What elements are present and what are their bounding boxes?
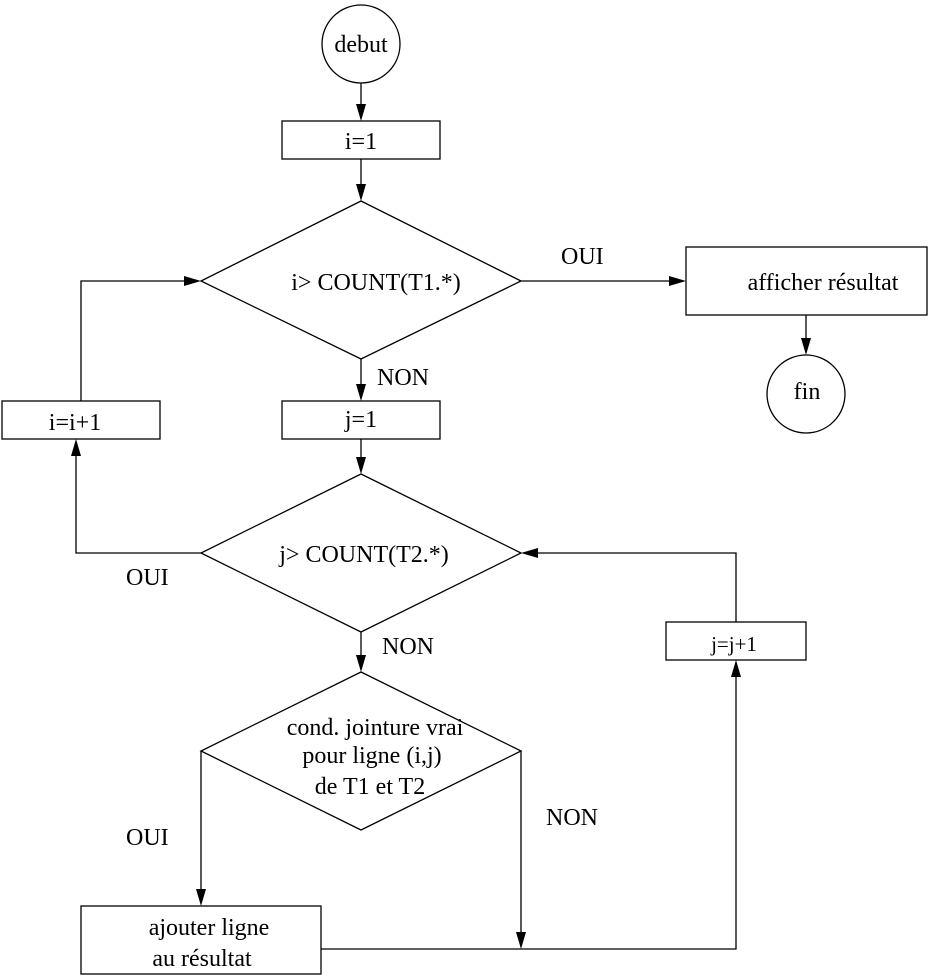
edge-label-cond-i-yes: OUI: [561, 244, 604, 270]
edge-cond-j-yes: [75, 450, 201, 554]
arrowhead: [356, 184, 366, 201]
add-row-line-2: au résultat: [152, 946, 252, 972]
arrowhead: [801, 338, 811, 355]
incr-j-label: j=j+1: [710, 632, 757, 656]
arrowhead: [71, 439, 81, 456]
arrowhead: [521, 548, 538, 558]
arrowhead: [731, 660, 741, 677]
arrowhead: [356, 384, 366, 401]
arrowhead: [356, 104, 366, 121]
edge-add-row-to-incr-j: [321, 671, 737, 950]
edge-incr-j-loop: [532, 552, 737, 622]
cond-j-label: j> COUNT(T2.*): [278, 542, 449, 568]
edge-label-join-yes: OUI: [126, 825, 169, 851]
join-cond-diamond: [199, 671, 523, 831]
join-cond-line-3: de T1 et T2: [315, 774, 425, 800]
show-result-label: afficher résultat: [748, 270, 899, 296]
end-label: fin: [794, 379, 821, 405]
arrowhead: [516, 932, 526, 949]
arrowhead: [184, 276, 201, 286]
arrowhead: [669, 276, 686, 286]
arrowhead: [196, 889, 206, 906]
edge-label-join-no: NON: [546, 805, 598, 831]
init-j-box: [281, 400, 441, 440]
incr-i-label: i=i+1: [49, 410, 101, 436]
edge-label-cond-j-no: NON: [382, 634, 434, 660]
edge-label-cond-i-no: NON: [377, 365, 429, 391]
edge-label-cond-j-yes: OUI: [126, 565, 169, 591]
join-cond-line-2: pour ligne (i,j): [302, 743, 441, 769]
init-j-label: j=1: [344, 407, 377, 433]
cond-i-label: i> COUNT(T1.*): [291, 270, 461, 296]
incr-j-box: [665, 621, 807, 661]
arrowhead: [356, 655, 366, 672]
start-label: debut: [334, 32, 388, 58]
join-cond-line-1: cond. jointure vrai: [287, 715, 464, 741]
init-i-label: i=1: [345, 129, 377, 155]
edge-incr-i-loop: [80, 280, 190, 401]
init-i-box: [281, 120, 441, 160]
add-row-line-1: ajouter ligne: [149, 915, 270, 941]
arrowhead: [356, 457, 366, 474]
